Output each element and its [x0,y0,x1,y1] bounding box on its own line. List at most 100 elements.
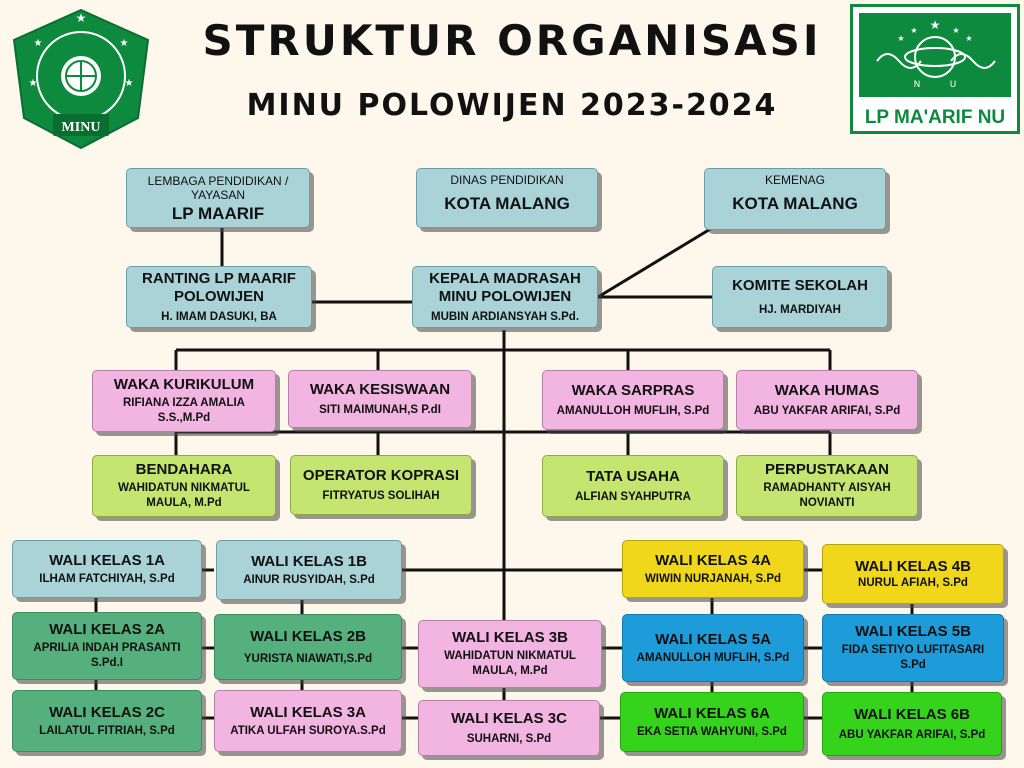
lp-maarif-nu-logo: ★ ★ ★ ★ ★ N U LP MA'ARIF NU [850,4,1020,134]
wali-kelas-2c-box: WALI KELAS 2C LAILATUL FITRIAH, S.Pd [12,690,202,752]
nu-emblem: ★ ★ ★ ★ ★ N U [859,13,1011,97]
wali-title: WALI KELAS 2A [49,621,165,638]
yayasan-line2: YAYASAN [190,187,246,202]
waka-title: WAKA KESISWAAN [309,380,451,398]
wali-kelas-2a-box: WALI KELAS 2A APRILIA INDAH PRASANTI S.P… [12,612,202,680]
page-subtitle: MINU POLOWIJEN 2023-2024 [246,88,778,123]
waka-person: AMANULLOH MUFLIH, S.Pd [556,404,710,417]
operator-koprasi-box: OPERATOR KOPRASI FITRYATUS SOLIHAH [290,455,472,515]
staff-title: OPERATOR KOPRASI [302,466,460,484]
staff-title: BENDAHARA [135,461,233,478]
waka-kesiswaan-box: WAKA KESISWAAN SITI MAIMUNAH,S P.dI [288,370,472,428]
dinas-name: KOTA MALANG [444,194,570,213]
kepala-line1: KEPALA MADRASAH [429,269,581,287]
waka-person-line2: S.S.,M.Pd [157,412,211,424]
svg-text:★: ★ [952,26,959,35]
svg-text:★: ★ [125,78,134,89]
waka-person: ABU YAKFAR ARIFAI, S.Pd [753,404,901,417]
kepala-box: KEPALA MADRASAH MINU POLOWIJEN MUBIN ARD… [412,266,598,328]
wali-title: WALI KELAS 4B [855,557,971,575]
wali-person: WAHIDATUN NIKMATUL [444,650,576,662]
wali-title: WALI KELAS 1A [49,551,165,569]
waka-title: WAKA SARPRAS [571,381,695,399]
svg-text:★: ★ [897,34,904,43]
dinas-box: DINAS PENDIDIKAN KOTA MALANG [416,168,598,228]
waka-humas-box: WAKA HUMAS ABU YAKFAR ARIFAI, S.Pd [736,370,918,430]
komite-line1: KOMITE SEKOLAH [732,276,868,294]
wali-person: YURISTA NIAWATI,S.Pd [243,652,373,665]
wali-kelas-1b-box: WALI KELAS 1B AINUR RUSYIDAH, S.Pd [216,540,402,600]
wali-kelas-4a-box: WALI KELAS 4A WIWIN NURJANAH, S.Pd [622,540,804,598]
lp-maarif-nu-label: LP MA'ARIF NU [864,107,1006,128]
perpustakaan-box: PERPUSTAKAAN RAMADHANTY AISYAH NOVIANTI [736,455,918,517]
wali-person: LAILATUL FITRIAH, S.Pd [39,724,175,737]
svg-text:★: ★ [76,11,87,25]
wali-kelas-3c-box: WALI KELAS 3C SUHARNI, S.Pd [418,700,600,756]
wali-title: WALI KELAS 2C [49,703,165,721]
kemenag-name: KOTA MALANG [732,194,858,213]
staff-person: RAMADHANTY AISYAH [763,482,891,494]
wali-title: WALI KELAS 6B [854,705,970,723]
komite-person: HJ. MARDIYAH [758,303,841,316]
wali-person: AINUR RUSYIDAH, S.Pd [243,573,375,586]
page-title: STRUKTUR ORGANISASI [202,16,822,65]
staff-person: FITRYATUS SOLIHAH [322,489,440,502]
wali-kelas-2b-box: WALI KELAS 2B YURISTA NIAWATI,S.Pd [214,614,402,680]
wali-person: ATIKA ULFAH SUROYA.S.Pd [230,724,386,737]
staff-person: WAHIDATUN NIKMATUL [118,482,250,494]
svg-text:MINU: MINU [62,120,101,135]
staff-title: TATA USAHA [586,467,680,485]
wali-kelas-5b-box: WALI KELAS 5B FIDA SETIYO LUFITASARI S.P… [822,614,1004,682]
wali-title: WALI KELAS 6A [654,704,770,722]
wali-person: APRILIA INDAH PRASANTI [33,642,181,654]
wali-kelas-3a-box: WALI KELAS 3A ATIKA ULFAH SUROYA.S.Pd [214,690,402,752]
wali-person-line2: S.Pd [900,659,926,671]
wali-kelas-6b-box: WALI KELAS 6B ABU YAKFAR ARIFAI, S.Pd [822,692,1002,756]
minu-logo: ★ ★ ★ ★ ★ MINU [12,8,150,150]
wali-kelas-1a-box: WALI KELAS 1A ILHAM FATCHIYAH, S.Pd [12,540,202,598]
kepala-person: MUBIN ARDIANSYAH S.Pd. [430,310,580,323]
svg-text:★: ★ [930,18,941,32]
waka-person: SITI MAIMUNAH,S P.dI [319,403,441,416]
waka-kurikulum-box: WAKA KURIKULUM RIFIANA IZZA AMALIA S.S.,… [92,370,276,432]
svg-text:★: ★ [29,78,38,89]
wali-person: ILHAM FATCHIYAH, S.Pd [39,572,175,585]
wali-title: WALI KELAS 1B [251,552,367,570]
wali-title: WALI KELAS 3C [451,709,567,727]
wali-title: WALI KELAS 3B [452,629,568,646]
ranting-person: H. IMAM DASUKI, BA [161,310,277,323]
waka-title: WAKA KURIKULUM [113,376,255,393]
yayasan-box: LEMBAGA PENDIDIKAN / YAYASAN LP MAARIF [126,168,310,228]
ranting-box: RANTING LP MAARIF POLOWIJEN H. IMAM DASU… [126,266,312,328]
bendahara-box: BENDAHARA WAHIDATUN NIKMATUL MAULA, M.Pd [92,455,276,517]
wali-title: WALI KELAS 2B [250,627,366,645]
wali-kelas-3b-box: WALI KELAS 3B WAHIDATUN NIKMATUL MAULA, … [418,620,602,688]
tata-usaha-box: TATA USAHA ALFIAN SYAHPUTRA [542,455,724,517]
wali-person: WIWIN NURJANAH, S.Pd [644,572,782,585]
svg-text:★: ★ [34,38,43,49]
yayasan-line1: LEMBAGA PENDIDIKAN / [147,173,289,188]
wali-person: ABU YAKFAR ARIFAI, S.Pd [838,728,986,741]
kemenag-line1: KEMENAG [764,173,825,187]
waka-person: RIFIANA IZZA AMALIA [122,397,245,409]
svg-text:★: ★ [910,26,917,35]
svg-text:★: ★ [120,38,129,49]
staff-person: ALFIAN SYAHPUTRA [575,490,691,503]
svg-text:N: N [914,80,921,90]
wali-person: FIDA SETIYO LUFITASARI [841,644,985,656]
wali-kelas-5a-box: WALI KELAS 5A AMANULLOH MUFLIH, S.Pd [622,614,804,682]
wali-person: SUHARNI, S.Pd [466,732,552,745]
wali-person: AMANULLOH MUFLIH, S.Pd [636,651,790,664]
komite-box: KOMITE SEKOLAH HJ. MARDIYAH [712,266,888,328]
svg-text:U: U [950,80,957,90]
wali-title: WALI KELAS 4A [655,551,771,569]
dinas-line1: DINAS PENDIDIKAN [450,173,564,187]
waka-title: WAKA HUMAS [774,381,880,399]
staff-person-line2: MAULA, M.Pd [146,497,222,509]
wali-title: WALI KELAS 3A [250,703,366,721]
wali-kelas-4b-box: WALI KELAS 4B NURUL AFIAH, S.Pd [822,544,1004,604]
kemenag-box: KEMENAG KOTA MALANG [704,168,886,230]
kepala-line2: MINU POLOWIJEN [438,287,572,305]
ranting-line2: POLOWIJEN [173,287,264,305]
